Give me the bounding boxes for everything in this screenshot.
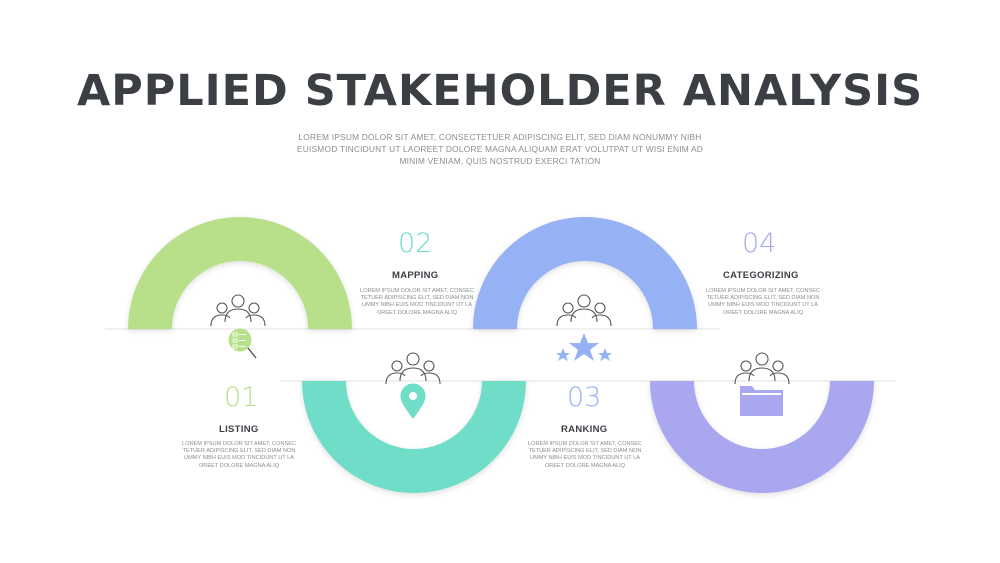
step-description-ranking: LOREM IPSUM DOLOR SIT AMET, CONSEC TETUE… — [528, 441, 642, 469]
page-subtitle: LOREM IPSUM DOLOR SIT AMET, CONSECTETUER… — [296, 132, 704, 166]
page-title: APPLIED STAKEHOLDER ANALYSIS — [76, 66, 924, 116]
people-location-pin-icon — [385, 352, 441, 419]
step-label-categorizing: CATEGORIZING — [723, 270, 799, 281]
arch-listing — [128, 217, 352, 329]
step-description-listing: LOREM IPSUM DOLOR SIT AMET, CONSEC TETUE… — [182, 441, 296, 469]
arch-mapping — [302, 381, 526, 493]
arch-ranking — [473, 217, 697, 329]
arch-categorizing — [650, 381, 874, 493]
step-label-mapping: MAPPING — [392, 270, 439, 281]
people-folder-icon — [734, 352, 790, 416]
people-checklist-magnifier-icon — [210, 294, 266, 359]
step-label-listing: LISTING — [219, 424, 259, 435]
step-label-ranking: RANKING — [561, 424, 608, 435]
step-number-listing: 01 — [224, 382, 259, 413]
people-stars-icon — [556, 294, 612, 361]
step-number-categorizing: 04 — [742, 228, 777, 259]
step-description-mapping: LOREM IPSUM DOLOR SIT AMET, CONSEC TETUE… — [360, 288, 474, 316]
step-number-mapping: 02 — [398, 228, 433, 259]
step-description-categorizing: LOREM IPSUM DOLOR SIT AMET, CONSEC TETUE… — [706, 288, 820, 316]
step-number-ranking: 03 — [567, 382, 602, 413]
